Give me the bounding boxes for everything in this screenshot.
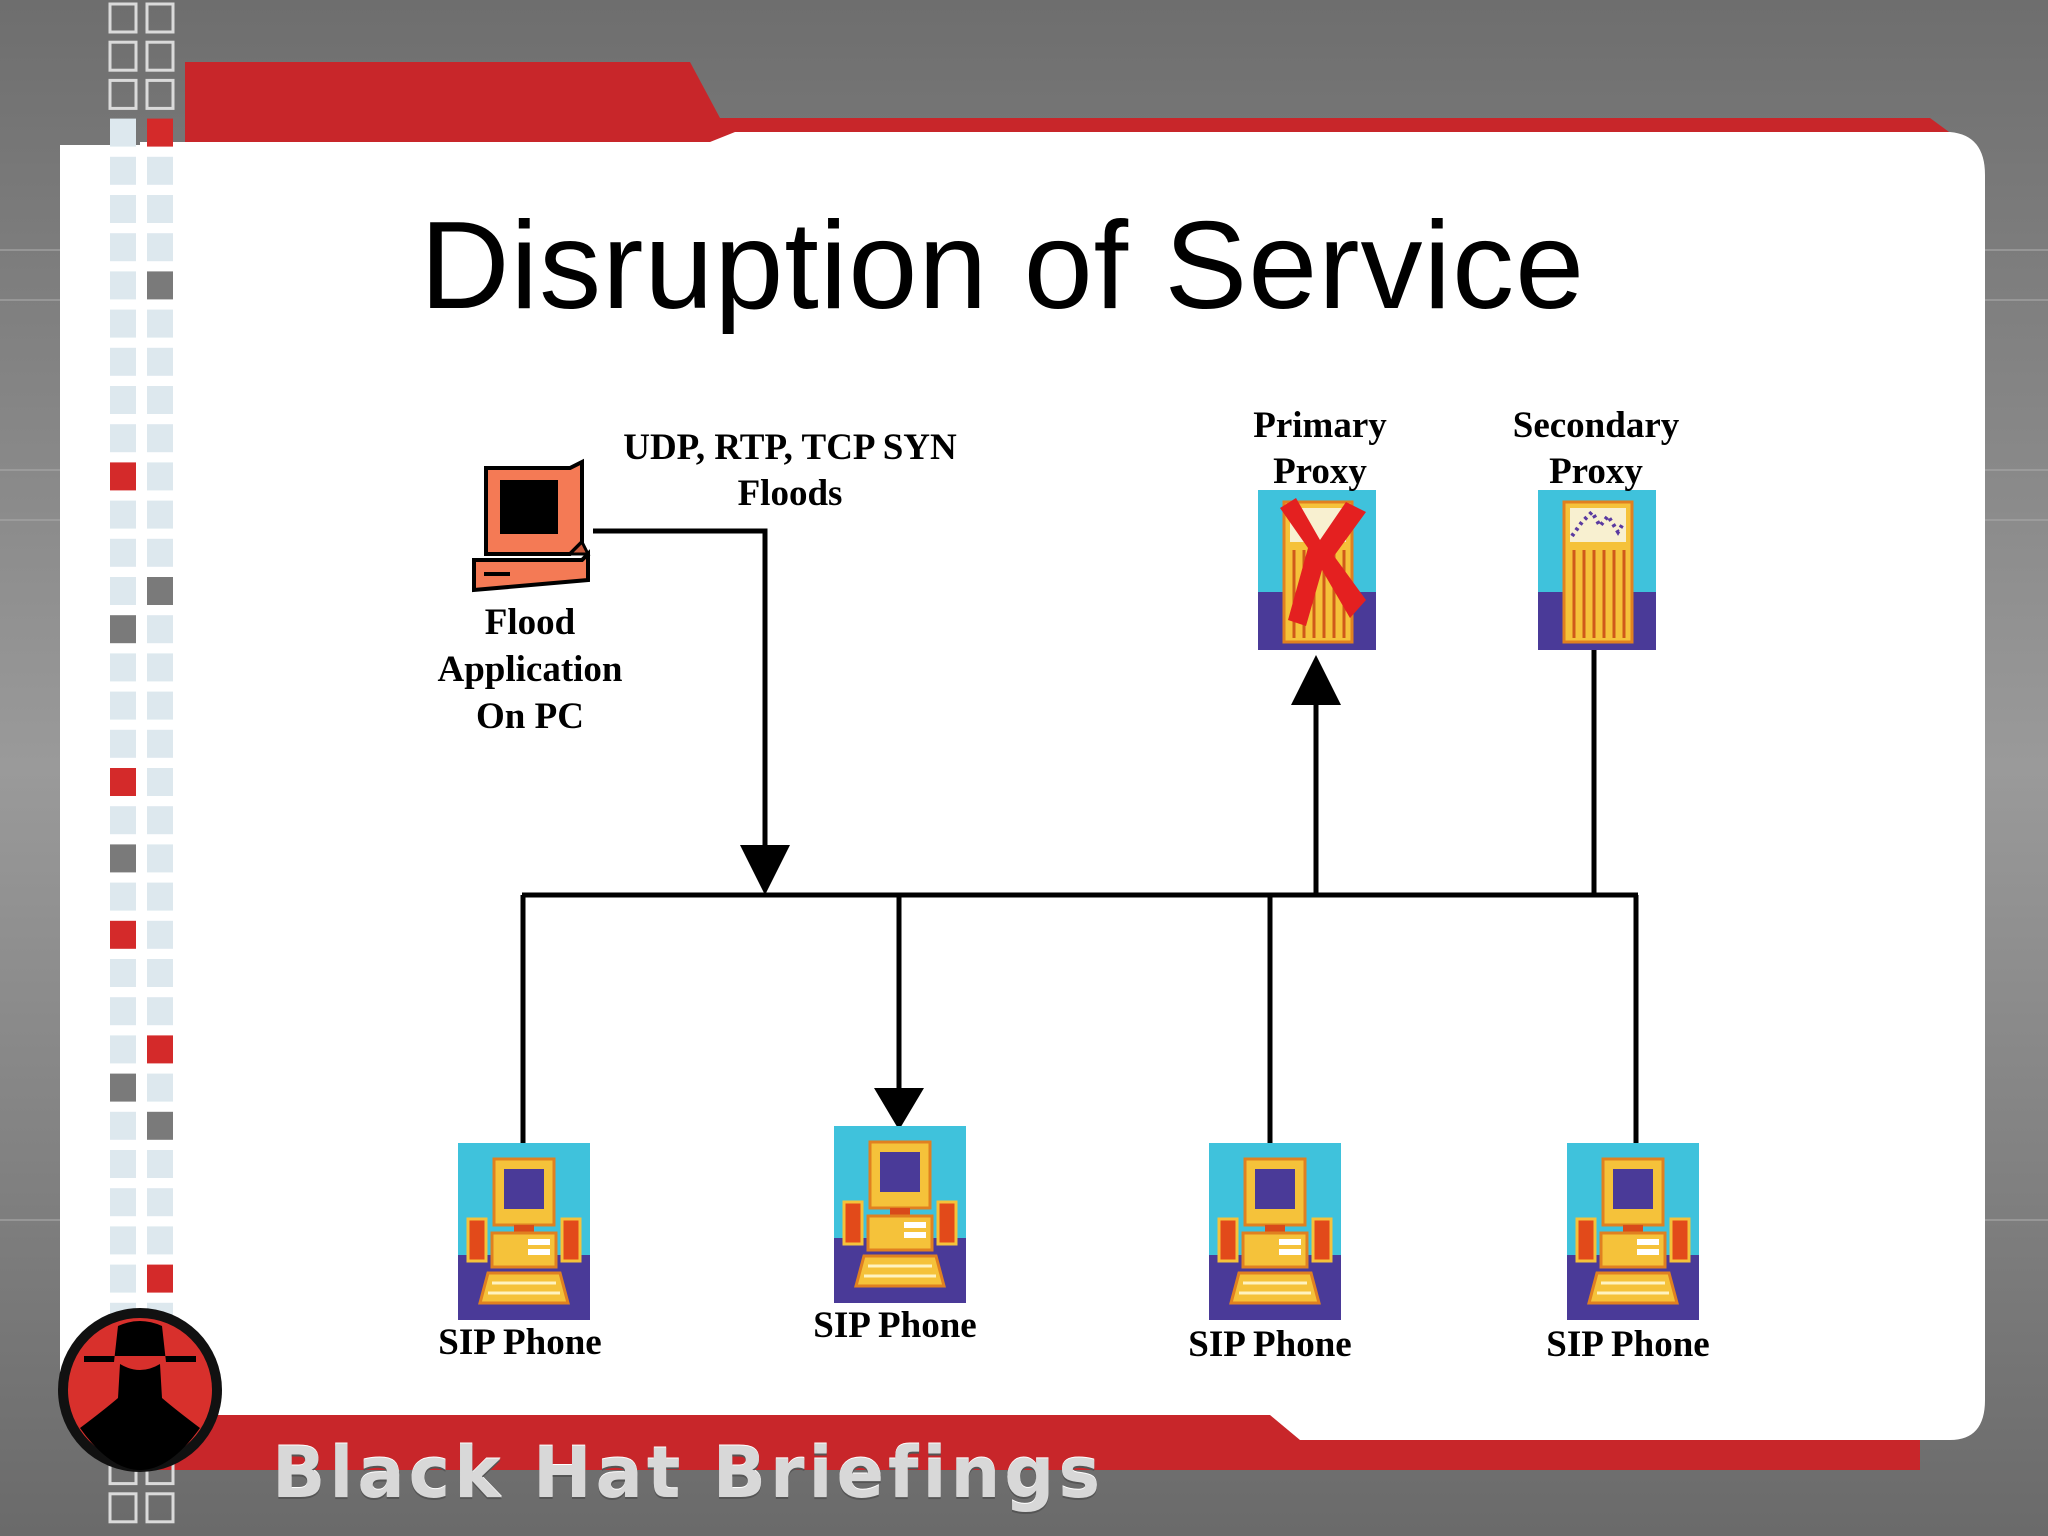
primary-proxy-label-line-2: Proxy (1273, 450, 1367, 492)
sip-phone-2-label: SIP Phone (813, 1305, 977, 1346)
secondary-proxy-label-line-2: Proxy (1549, 450, 1643, 492)
flood-arrowhead-icon (740, 845, 790, 895)
secondary-proxy-label: Secondary Proxy (1476, 403, 1716, 495)
footer-brand-text: Black Hat Briefings (272, 1432, 1105, 1514)
flood-pc-label-line-1: Flood (484, 602, 576, 643)
primary-proxy-label-line-1: Primary (1253, 405, 1387, 446)
primary-proxy-arrowhead-icon (1291, 655, 1341, 705)
sip-phone-1-label: SIP Phone (438, 1322, 602, 1363)
phone-2-arrowhead-icon (874, 1088, 924, 1130)
sip-phone-2-icon (834, 1126, 966, 1303)
primary-proxy-icon (1258, 490, 1376, 650)
sip-phone-3-label: SIP Phone (1188, 1324, 1352, 1365)
sip-phone-4-label: SIP Phone (1546, 1324, 1710, 1365)
flood-pc-label-line-3: On PC (476, 695, 584, 737)
failed-x-icon (1280, 498, 1366, 626)
flood-pc-label: Flood Application On PC (400, 600, 660, 741)
sip-phone-3-icon (1209, 1143, 1341, 1320)
flood-protocols-line-2: Floods (737, 473, 843, 515)
sip-phone-1-icon (458, 1143, 590, 1320)
primary-proxy-label: Primary Proxy (1200, 403, 1440, 495)
flood-path-line (593, 528, 768, 860)
secondary-proxy-label-line-1: Secondary (1512, 405, 1680, 446)
flood-protocols-line-1: UDP, RTP, TCP SYN (623, 427, 957, 468)
black-hat-logo-icon (58, 1308, 222, 1472)
secondary-proxy-icon (1538, 490, 1656, 650)
slide-canvas (140, 132, 1985, 1440)
flood-pc-label-line-2: Application (437, 648, 623, 690)
flood-protocols-label: UDP, RTP, TCP SYN Floods (580, 425, 1000, 518)
slide-title: Disruption of Service (420, 197, 1586, 335)
sip-phone-4-icon (1567, 1143, 1699, 1320)
flood-pc-icon (472, 458, 591, 593)
